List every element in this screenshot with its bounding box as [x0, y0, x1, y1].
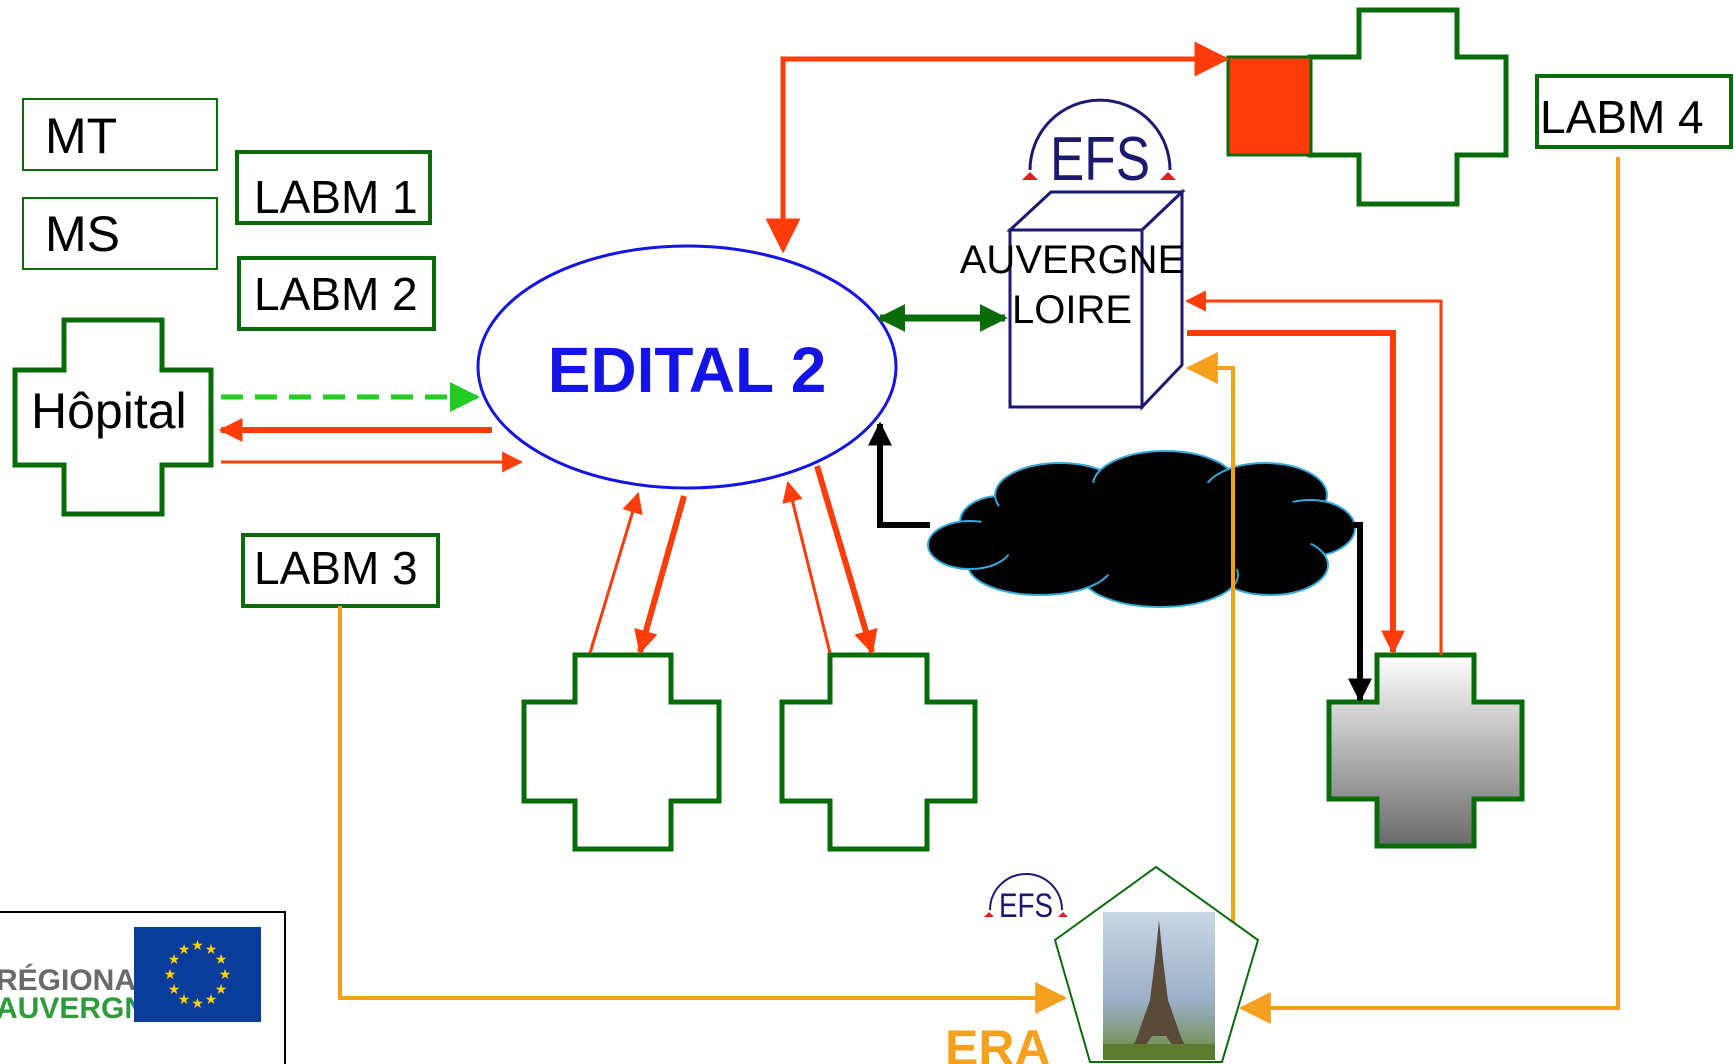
- svg-text:★: ★: [178, 942, 191, 958]
- efs-small-logo: EFS: [984, 873, 1068, 925]
- red-square: [1226, 55, 1313, 157]
- svg-text:★: ★: [178, 992, 191, 1008]
- lab-cross-top: [1307, 7, 1509, 207]
- svg-text:★: ★: [191, 996, 204, 1012]
- svg-text:★: ★: [168, 982, 181, 998]
- logo-panel: RÉGIONAL AUVERGNE ★ ★ ★ ★ ★ ★ ★ ★ ★ ★ ★ …: [0, 911, 286, 1064]
- labm2-box: LABM 2: [237, 256, 436, 331]
- labm4-label: LABM 4: [1540, 91, 1704, 143]
- labm3-label: LABM 3: [254, 542, 418, 594]
- black-links: [868, 421, 1372, 703]
- hopital-cross: [12, 317, 214, 517]
- edital-ellipse: [476, 244, 898, 490]
- labm3-box: LABM 3: [241, 533, 440, 608]
- orange-links: [338, 157, 1620, 1024]
- ms-label: MS: [45, 206, 120, 262]
- labm2-label: LABM 2: [254, 268, 418, 320]
- svg-text:★: ★: [215, 952, 228, 968]
- era-label: ERA: [945, 1020, 1051, 1064]
- svg-text:★: ★: [205, 942, 218, 958]
- network-cloud: [927, 450, 1356, 608]
- svg-text:★: ★: [164, 967, 177, 983]
- labm4-box: LABM 4: [1535, 74, 1733, 149]
- efs-small-text: EFS: [999, 887, 1053, 925]
- labm1-box: LABM 1: [235, 150, 432, 225]
- lab-cross-1: [521, 652, 722, 852]
- mt-box: MT: [22, 98, 218, 171]
- svg-text:★: ★: [215, 982, 228, 998]
- svg-text:★: ★: [219, 967, 232, 983]
- svg-text:★: ★: [205, 992, 218, 1008]
- red-links: [218, 41, 1443, 655]
- hopital-label: Hôpital: [31, 383, 187, 439]
- eiffel-tower-photo: [1103, 912, 1215, 1060]
- logo-regional-text: RÉGIONAL: [0, 963, 154, 997]
- ms-box: MS: [22, 197, 218, 270]
- lab-cross-grey: [1326, 652, 1525, 849]
- lab-cross-2: [779, 652, 978, 852]
- svg-text:★: ★: [191, 938, 204, 954]
- efs-logo-text: EFS: [1050, 125, 1150, 194]
- edital-label: EDITAL 2: [548, 334, 827, 406]
- svg-text:★: ★: [168, 952, 181, 968]
- eu-flag-icon: ★ ★ ★ ★ ★ ★ ★ ★ ★ ★ ★ ★: [134, 927, 261, 1022]
- labm1-label: LABM 1: [254, 171, 418, 223]
- efs-logo: EFS: [1022, 98, 1176, 194]
- mt-label: MT: [45, 108, 117, 164]
- loire-label: LOIRE: [1012, 288, 1132, 332]
- auvergne-label: AUVERGNE: [960, 238, 1185, 282]
